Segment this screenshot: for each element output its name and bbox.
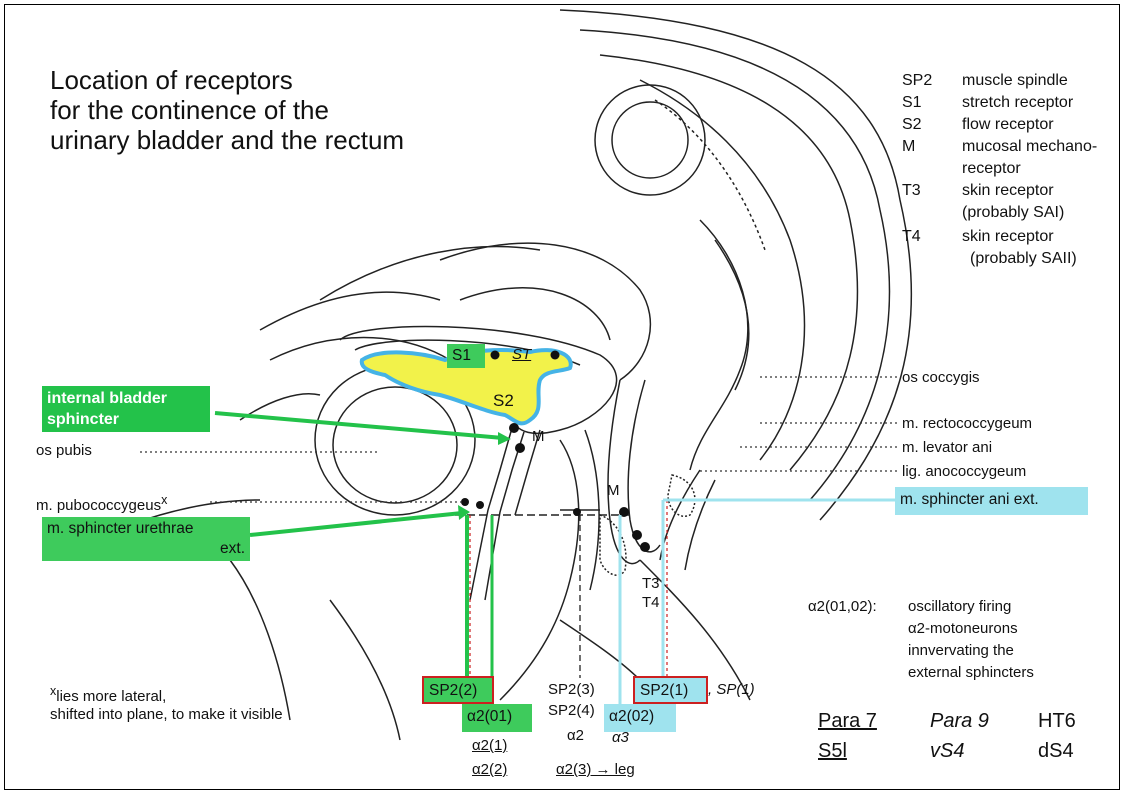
internal-sphincter-arrow [215, 413, 503, 438]
legend-text: muscle spindle [962, 72, 1068, 90]
table-c3r2: dS4 [1038, 740, 1074, 763]
os-pubis-label: os pubis [36, 442, 92, 459]
sphincter-urethrae-line-1: m. sphincter urethrae [47, 519, 245, 539]
sp2-1-box: SP2(1) [633, 676, 708, 704]
legend-code: S1 [902, 94, 922, 112]
osc-key: α2(01,02): [808, 598, 877, 615]
title-line-3: urinary bladder and the rectum [50, 126, 404, 155]
a2-3-leg-label: α2(3) → leg [556, 761, 635, 778]
sp2-4-label: SP2(4) [548, 702, 595, 719]
table-c3r1: HT6 [1038, 710, 1076, 733]
legend-text: flow receptor [962, 116, 1054, 134]
sp-1-label: , SP(1) [708, 681, 755, 698]
title-line-1: Location of receptors [50, 66, 293, 95]
os-coccygis-label: os coccygis [902, 369, 980, 386]
pubococcygeus-text: m. pubococcygeus [36, 497, 161, 514]
a2-02-box: α2(02) [604, 704, 676, 732]
bladder-m-dot-2 [515, 443, 525, 453]
sphincter-urethrae-line-2: ext. [47, 539, 245, 559]
a2-2-label: α2(2) [472, 761, 507, 778]
s1-dot [491, 351, 500, 360]
osc-line-2: α2-motoneurons [908, 620, 1018, 637]
sphincter-ani-box: m. sphincter ani ext. [895, 487, 1088, 515]
sp2-2-box: SP2(2) [422, 676, 494, 704]
legend-text: receptor [962, 160, 1021, 178]
internal-sphincter-line-1: internal bladder [47, 388, 205, 409]
internal-bladder-sphincter-box: internal bladder sphincter [42, 386, 210, 432]
rectococcygeum-label: m. rectococcygeum [902, 415, 1032, 432]
table-c1r1: Para 7 [818, 710, 877, 733]
bladder-m-dot-1 [509, 423, 519, 433]
a3-label: α3 [612, 729, 629, 746]
osc-line-3: innvervating the [908, 642, 1014, 659]
table-c2r1: Para 9 [930, 710, 989, 733]
pelvic-floor-markers [461, 498, 581, 516]
anococcygeum-label: lig. anococcygeum [902, 463, 1026, 480]
pubococcygeus-label: m. pubococcygeusx [36, 493, 167, 514]
legend-code: SP2 [902, 72, 932, 90]
s2-label: S2 [493, 391, 514, 411]
internal-sphincter-arrowhead [498, 432, 511, 445]
st-label: ST [512, 346, 531, 363]
legend-code: M [902, 138, 915, 156]
s1-label: S1 [447, 344, 485, 368]
pubococcygeus-mark: x [161, 493, 167, 507]
table-c2r2: vS4 [930, 740, 964, 763]
legend-text: skin receptor [962, 182, 1054, 200]
t4-label: T4 [642, 594, 660, 611]
rectum-m-label: M [607, 482, 620, 499]
levator-ani-label: m. levator ani [902, 439, 992, 456]
st-dot [551, 351, 560, 360]
bladder-m-label: M [532, 428, 545, 445]
t-dot-2 [640, 542, 650, 552]
internal-sphincter-line-2: sphincter [47, 409, 205, 430]
sp2-3-label: SP2(3) [548, 681, 595, 698]
a2-01-box: α2(01) [462, 704, 532, 732]
footnote-line-2: shifted into plane, to make it visible [50, 706, 283, 723]
legend-text: stretch receptor [962, 94, 1073, 112]
sphincter-urethrae-box: m. sphincter urethrae ext. [42, 517, 250, 561]
a2-label: α2 [567, 727, 584, 744]
legend-text: (probably SAI) [962, 204, 1064, 222]
legend-text: (probably SAII) [970, 250, 1077, 268]
legend-code: T3 [902, 182, 921, 200]
footnote-line-1: xlies more lateral, [50, 684, 166, 705]
osc-line-4: external sphincters [908, 664, 1034, 681]
a2-1-label: α2(1) [472, 737, 507, 754]
t-dot-1 [632, 530, 642, 540]
osc-line-1: oscillatory firing [908, 598, 1011, 615]
footnote-text-1: lies more lateral, [56, 688, 166, 705]
legend-code: T4 [902, 228, 921, 246]
legend-text: mucosal mechano- [962, 138, 1097, 156]
legend-text: skin receptor [962, 228, 1054, 246]
t3-label: T3 [642, 575, 660, 592]
title-line-2: for the continence of the [50, 96, 329, 125]
legend-code: S2 [902, 116, 922, 134]
table-c1r2: S5l [818, 740, 847, 763]
sphincter-urethrae-arrow [250, 513, 462, 535]
